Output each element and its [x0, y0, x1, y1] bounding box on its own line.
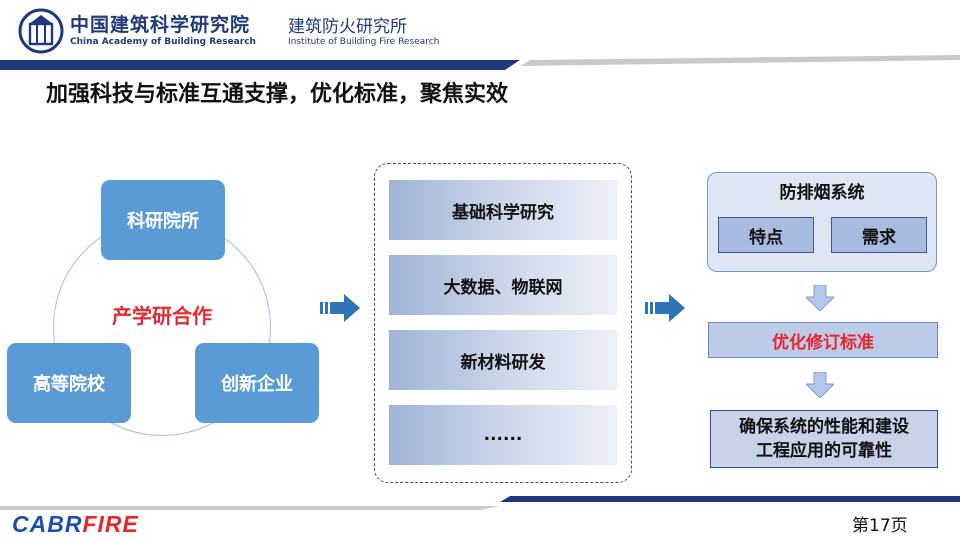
- org-name-en: China Academy of Building Research: [70, 37, 256, 47]
- brand-main: CABR: [12, 511, 83, 537]
- brand-accent: FIRE: [82, 511, 139, 537]
- cabr-logo-icon: [18, 8, 64, 54]
- research-areas-frame: [374, 163, 632, 483]
- header-band: [0, 55, 960, 70]
- institute-name-cn: 建筑防火研究所: [288, 17, 407, 37]
- requirement-box: 需求: [831, 217, 927, 253]
- ensure-line-2: 工程应用的可靠性: [756, 441, 892, 461]
- ensure-reliability-box: 确保系统的性能和建设 工程应用的可靠性: [710, 410, 938, 468]
- smoke-system-title: 防排烟系统: [779, 183, 865, 203]
- footer-band: [0, 496, 960, 510]
- right-arrow-icon: [645, 294, 685, 322]
- cycle-center-label: 产学研合作: [112, 304, 212, 328]
- org-name-cn: 中国建筑科学研究院: [70, 14, 251, 36]
- node-universities: 高等院校: [7, 343, 131, 423]
- down-arrow-icon: [806, 372, 834, 398]
- right-arrow-icon: [320, 294, 360, 322]
- page-number: 第17页: [852, 516, 908, 536]
- ensure-line-1: 确保系统的性能和建设: [739, 417, 909, 437]
- research-area-item: 新材料研发: [389, 330, 617, 390]
- institute-name-en: Institute of Building Fire Research: [288, 37, 440, 47]
- research-area-item: ......: [389, 405, 617, 465]
- research-area-item: 大数据、物联网: [389, 255, 617, 315]
- feature-box: 特点: [718, 217, 814, 253]
- down-arrow-icon: [806, 285, 834, 311]
- slide-title: 加强科技与标准互通支撑，优化标准，聚焦实效: [46, 82, 509, 107]
- node-research-institutes: 科研院所: [101, 180, 225, 260]
- optimize-standard-box: 优化修订标准: [708, 322, 938, 358]
- research-area-item: 基础科学研究: [389, 180, 617, 240]
- node-innovative-enterprises: 创新企业: [195, 343, 319, 423]
- cabrfire-logo: CABRFIRE: [12, 511, 139, 538]
